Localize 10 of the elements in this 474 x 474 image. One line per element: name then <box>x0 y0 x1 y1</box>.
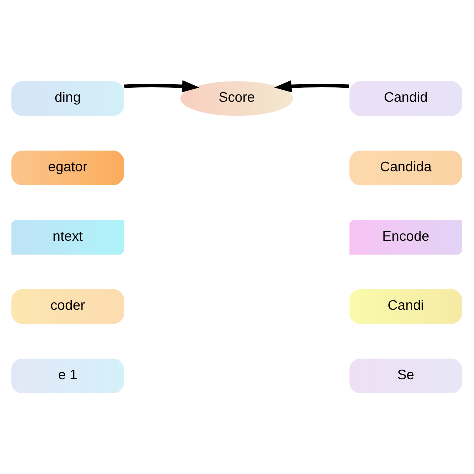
node-box: e 1 <box>12 358 124 394</box>
node-box: Candi <box>350 289 462 324</box>
node-box: Candida <box>350 150 462 185</box>
node-box: egator <box>12 150 124 185</box>
arrow <box>274 80 350 92</box>
node-box: Candid <box>350 80 462 116</box>
arrow <box>124 80 200 92</box>
node-box: coder <box>12 289 124 324</box>
node-box: ding <box>12 80 124 116</box>
node-box: Se <box>350 358 462 394</box>
